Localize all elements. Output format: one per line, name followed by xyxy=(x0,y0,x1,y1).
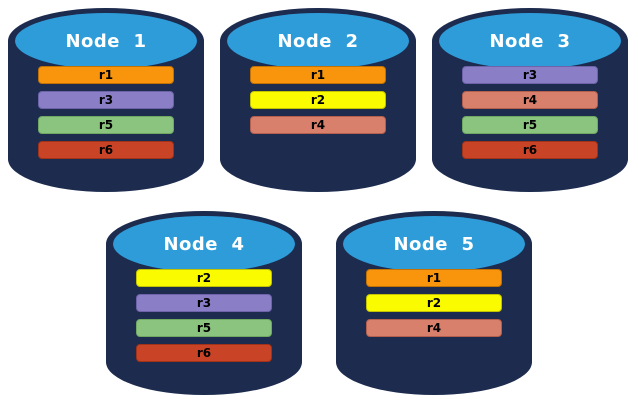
replica-bar: r4 xyxy=(462,91,598,109)
replica-label: r2 xyxy=(310,93,326,107)
node-label: Node 1 xyxy=(65,30,147,52)
replica-list: r1 r2 r4 xyxy=(366,269,502,344)
replica-bar: r4 xyxy=(250,116,386,134)
replica-bar: r3 xyxy=(136,294,272,312)
replica-label: r1 xyxy=(98,68,114,82)
replica-bar: r2 xyxy=(366,294,502,312)
replica-bar: r5 xyxy=(462,116,598,134)
replica-list: r3 r4 r5 r6 xyxy=(462,66,598,166)
replica-bar: r5 xyxy=(38,116,174,134)
replica-label: r5 xyxy=(196,321,212,335)
replica-label: r3 xyxy=(196,296,212,310)
replica-label: r3 xyxy=(98,93,114,107)
replica-label: r3 xyxy=(522,68,538,82)
replica-label: r4 xyxy=(310,118,326,132)
replica-bar: r1 xyxy=(366,269,502,287)
replica-label: r5 xyxy=(522,118,538,132)
cylinder-top xyxy=(113,216,295,272)
replica-label: r1 xyxy=(426,271,442,285)
replica-list: r2 r3 r5 r6 xyxy=(136,269,272,369)
replica-bar: r3 xyxy=(38,91,174,109)
cylinder-top xyxy=(227,13,409,69)
replica-label: r6 xyxy=(98,143,114,157)
replica-bar: r1 xyxy=(250,66,386,84)
replica-label: r2 xyxy=(196,271,212,285)
db-node: Node 5 r1 r2 r4 xyxy=(336,211,532,395)
db-node: Node 3 r3 r4 r5 r6 xyxy=(432,8,628,192)
db-node: Node 2 r1 r2 r4 xyxy=(220,8,416,192)
replica-label: r1 xyxy=(310,68,326,82)
replica-bar: r2 xyxy=(250,91,386,109)
replica-bar: r3 xyxy=(462,66,598,84)
node-label: Node 5 xyxy=(393,233,475,255)
cylinder-top xyxy=(15,13,197,69)
replica-label: r4 xyxy=(522,93,538,107)
replica-bar: r6 xyxy=(38,141,174,159)
node-label: Node 4 xyxy=(163,233,245,255)
db-node: Node 1 r1 r3 r5 r6 xyxy=(8,8,204,192)
replica-label: r4 xyxy=(426,321,442,335)
replica-list: r1 r2 r4 xyxy=(250,66,386,141)
replica-list: r1 r3 r5 r6 xyxy=(38,66,174,166)
node-label: Node 3 xyxy=(489,30,571,52)
replica-bar: r1 xyxy=(38,66,174,84)
cylinder-top xyxy=(343,216,525,272)
bottom-row: Node 4 r2 r3 r5 r6 Node 5 r1 r2 r4 xyxy=(0,211,638,395)
cylinder-top xyxy=(439,13,621,69)
db-node: Node 4 r2 r3 r5 r6 xyxy=(106,211,302,395)
replica-label: r5 xyxy=(98,118,114,132)
replica-bar: r5 xyxy=(136,319,272,337)
replica-label: r2 xyxy=(426,296,442,310)
replica-label: r6 xyxy=(196,346,212,360)
replica-bar: r4 xyxy=(366,319,502,337)
replica-label: r6 xyxy=(522,143,538,157)
replica-bar: r6 xyxy=(136,344,272,362)
node-label: Node 2 xyxy=(277,30,359,52)
replica-bar: r6 xyxy=(462,141,598,159)
replica-bar: r2 xyxy=(136,269,272,287)
